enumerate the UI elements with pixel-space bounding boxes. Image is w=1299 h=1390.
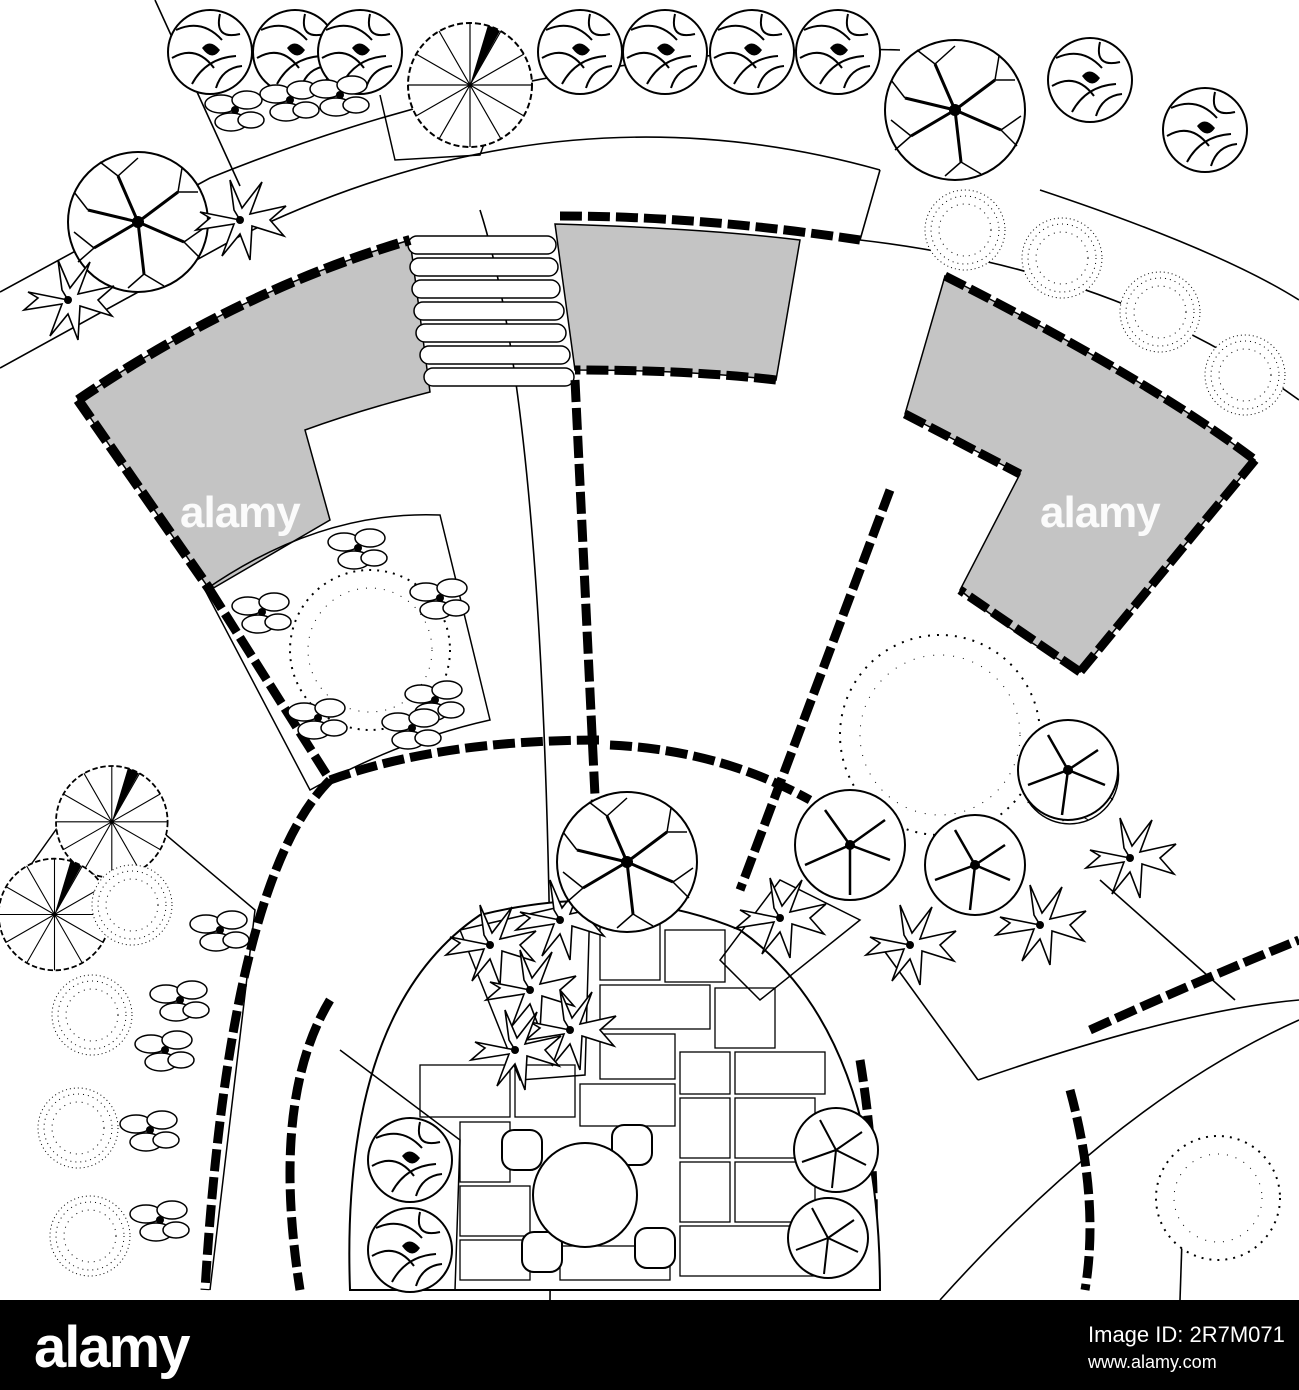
lower-right-shrub [1155,1135,1281,1261]
left-column-plants [0,765,250,1277]
credit-url: www.alamy.com [1088,1352,1217,1372]
lawn-bed-right [904,274,1257,673]
circular-patio [348,899,882,1291]
image-id-label: Image ID: 2R7M071 [1088,1322,1285,1347]
patio-plants [367,790,879,1293]
round-dining-table-with-chairs [501,1124,676,1273]
watermark-right: alamy [1040,488,1161,537]
right-tree-cluster [735,634,1177,986]
landscape-plan-drawing [0,0,1299,1300]
footer-bar: alamy Image ID: 2R7M071 www.alamy.com [0,1300,1299,1390]
stepping-stone-steps [407,235,575,387]
watermark-left: alamy [180,488,301,537]
brand-logo: alamy [34,1315,190,1380]
flower-ring-bed [231,528,470,750]
paver-edgings [73,211,1299,1291]
lawn-bed-center [554,223,801,381]
